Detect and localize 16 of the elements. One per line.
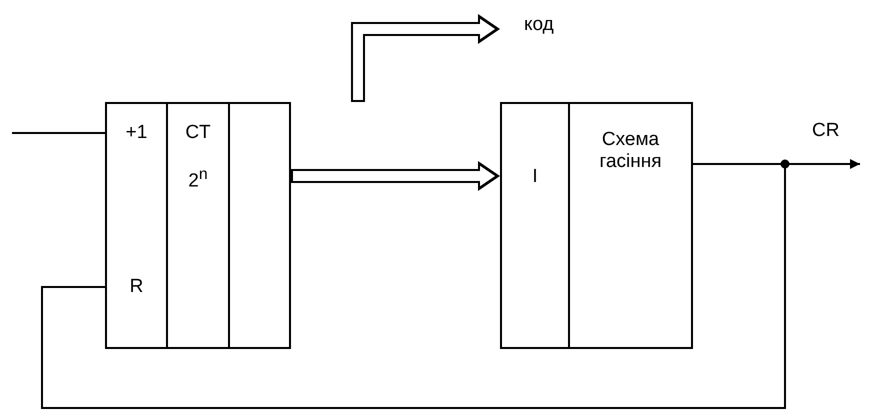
block-section bbox=[105, 102, 168, 349]
block-label: 2$^{n}$ bbox=[188, 165, 208, 192]
block-section bbox=[166, 102, 230, 349]
block-section bbox=[500, 102, 570, 349]
block-label: Схема гасіння bbox=[598, 129, 663, 173]
block-section bbox=[568, 102, 693, 349]
output-section bbox=[228, 102, 291, 349]
bus-arrow bbox=[351, 14, 500, 102]
signal-line bbox=[12, 132, 105, 134]
pin-label: R bbox=[130, 276, 144, 298]
bus-arrow bbox=[291, 161, 500, 191]
bus-label: код bbox=[524, 14, 554, 36]
block-label: CT bbox=[185, 122, 211, 144]
pin-label: +1 bbox=[126, 122, 148, 144]
signal-line bbox=[41, 163, 786, 409]
pin-label: I bbox=[532, 166, 538, 188]
